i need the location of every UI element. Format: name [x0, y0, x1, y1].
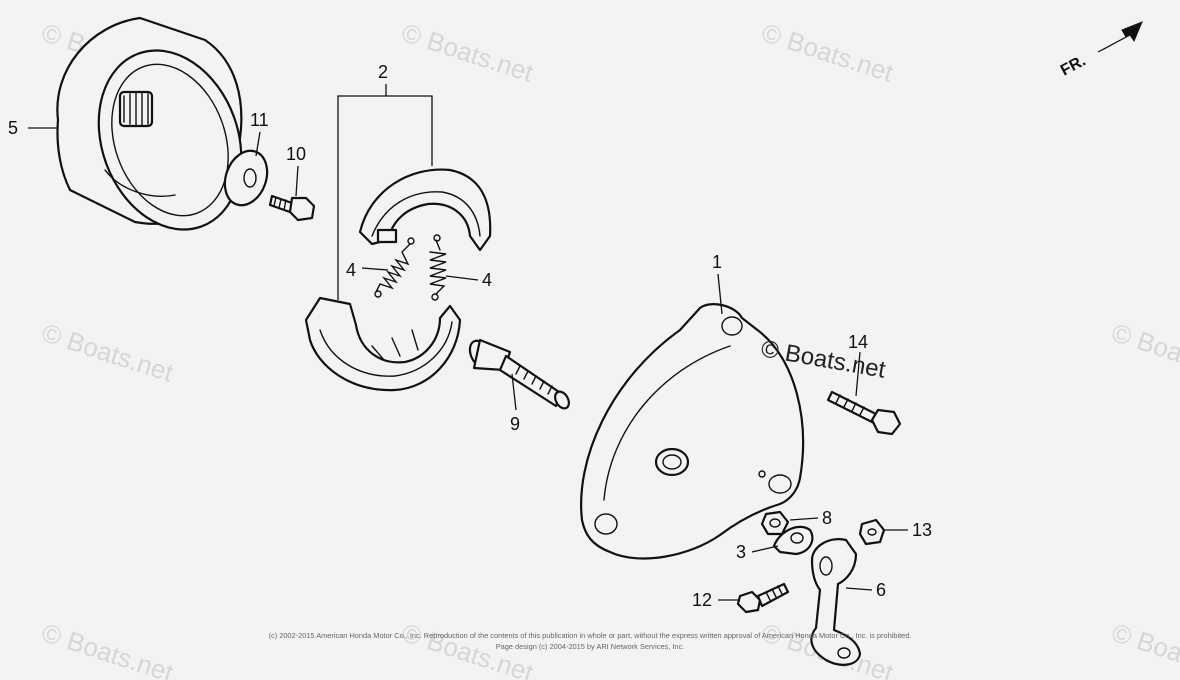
callout-10[interactable]: 10: [286, 144, 306, 164]
flange-nut: [858, 518, 886, 546]
brake-arm: [810, 538, 862, 666]
callout-5[interactable]: 5: [8, 118, 18, 138]
callout-2[interactable]: 2: [378, 62, 388, 82]
watermark: © Boats.net: [398, 17, 538, 88]
washer: [223, 149, 269, 207]
callout-8[interactable]: 8: [822, 508, 832, 528]
brake-panel: [580, 303, 805, 560]
bolt-long: [826, 390, 902, 436]
callout-14[interactable]: 14: [848, 332, 868, 352]
watermark: © Boats.net: [1108, 317, 1180, 388]
callout-1[interactable]: 1: [712, 252, 722, 272]
watermark: © Boats.net: [38, 317, 178, 388]
front-arrow-icon: [1097, 21, 1143, 53]
callout-4-left[interactable]: 4: [346, 260, 356, 280]
watermark: © Boats.net: [1108, 617, 1180, 680]
brake-drum: [56, 16, 243, 231]
bolt-arm: [736, 582, 790, 614]
wear-indicator: [772, 525, 814, 556]
nut: [760, 510, 790, 536]
brake-shoe-upper: [358, 168, 492, 252]
callout-11[interactable]: 11: [250, 110, 269, 130]
brake-shoe-lower: [304, 296, 462, 392]
callout-4-right[interactable]: 4: [482, 270, 492, 290]
front-label: FR.: [1058, 52, 1089, 79]
callout-12[interactable]: 12: [692, 590, 712, 610]
bolt-small: [268, 194, 316, 222]
brake-cam-shaft: [468, 338, 570, 410]
watermark: © Boats.net: [758, 17, 898, 88]
callout-9[interactable]: 9: [510, 414, 520, 434]
front-direction-indicator: FR.: [1058, 21, 1143, 80]
callout-6[interactable]: 6: [876, 580, 886, 600]
spring-right: [429, 234, 447, 301]
watermark: © Boats.net: [38, 617, 178, 680]
copyright-line-1: (c) 2002-2015 American Honda Motor Co., …: [269, 631, 912, 640]
callout-3[interactable]: 3: [736, 542, 746, 562]
callouts: 5 11 10 2 4 4 1 9 14 8 3 13 6 12: [8, 62, 932, 610]
callout-13[interactable]: 13: [912, 520, 932, 540]
copyright-notice: (c) 2002-2015 American Honda Motor Co., …: [269, 631, 912, 651]
leader-lines: [28, 84, 908, 601]
spring-left: [374, 237, 415, 298]
copyright-line-2: Page design (c) 2004-2015 by ARI Network…: [496, 642, 685, 651]
